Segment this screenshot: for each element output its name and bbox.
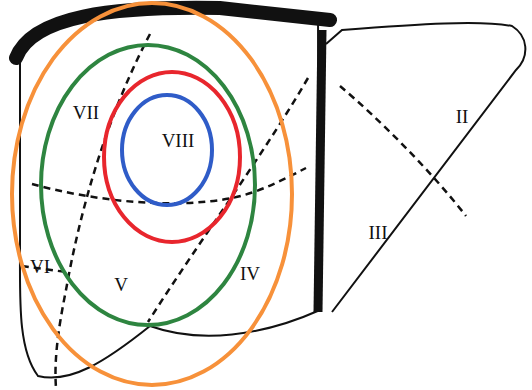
- segment-label: VIII: [162, 131, 195, 150]
- orange-ellipse: [12, 3, 292, 385]
- segment-label: IV: [240, 264, 260, 283]
- segment-label: V: [114, 275, 128, 294]
- red-ellipse: [104, 72, 240, 242]
- blue-circle: [122, 95, 212, 205]
- green-ellipse: [41, 45, 255, 325]
- segment-label: III: [369, 223, 388, 242]
- right-lobe-outline: [20, 10, 320, 378]
- segment-label: II: [456, 107, 469, 126]
- falciform-ligament: [318, 30, 322, 312]
- segment-label: VII: [73, 103, 99, 122]
- left-lobe-outline: [326, 23, 525, 312]
- segment-label: VI: [30, 257, 50, 276]
